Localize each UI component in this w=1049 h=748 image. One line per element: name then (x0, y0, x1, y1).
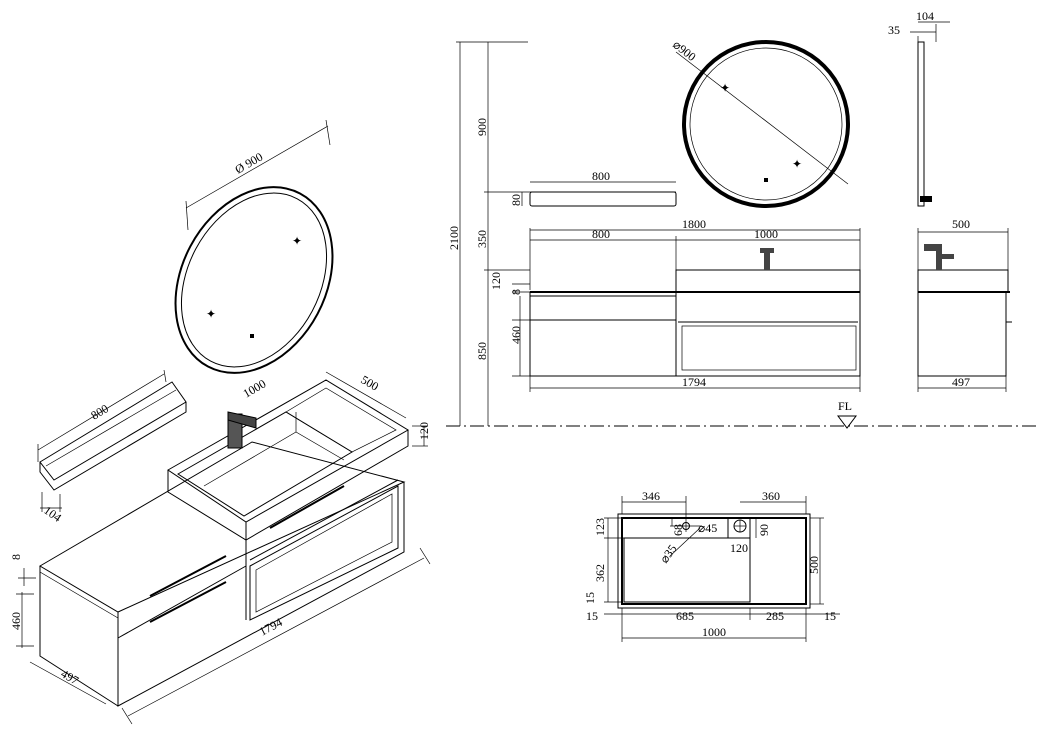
plan-shelf-width-label: 285 (766, 609, 784, 623)
iso-shelf-depth-label: 104 (41, 503, 64, 525)
plan-drain-edge-label: 120 (730, 541, 748, 555)
height-base-label: 850 (475, 342, 489, 360)
plan-top-margin-label: 123 (593, 518, 607, 536)
plan-tap-hole-label: 68 (671, 524, 685, 536)
iso-basin: 1000 500 120 (167, 371, 431, 541)
cabinet-width-label: 1794 (682, 375, 706, 389)
front-mirror: ✦ ✦ ⌀900 (670, 37, 850, 208)
plan-left-margin-label: 15 (586, 609, 598, 623)
side-cabinet (917, 291, 1007, 377)
left-width-label: 800 (592, 227, 610, 241)
svg-text:✦: ✦ (292, 234, 302, 248)
plan-height-label: 500 (807, 556, 821, 574)
plan-total-width-label: 1000 (702, 625, 726, 639)
side-mirror (917, 41, 925, 207)
front-mirror-diameter-label: ⌀900 (670, 37, 699, 64)
iso-shelf: 800 104 (37, 369, 187, 525)
drawer-height-label: 460 (509, 326, 523, 344)
iso-mirror-dimension: Ø 900 (185, 119, 331, 231)
plan-tap-dia-label: ⌀35 (657, 542, 680, 566)
plan-bowl-depth-label: 362 (593, 564, 607, 582)
plan-drain-dia-label: ⌀45 (698, 521, 717, 535)
basin-height-label: 120 (489, 272, 503, 290)
plan-bowl-width-label: 685 (676, 609, 694, 623)
plan-right-margin-label: 15 (824, 609, 836, 623)
basin-plan: 346 360 123 362 15 68 ⌀45 90 ⌀35 120 500… (583, 489, 840, 642)
right-width-label: 1000 (754, 227, 778, 241)
iso-drawer-height-label: 460 (9, 612, 23, 630)
side-basin (917, 269, 1009, 293)
iso-cabinet: 8 460 497 1794 (9, 441, 431, 725)
plan-bottom-margin-label: 15 (583, 592, 597, 604)
height-gap-label: 350 (475, 230, 489, 248)
iso-mirror-diameter-label: Ø 900 (233, 150, 266, 177)
iso-mirror: ✦ ✦ (174, 186, 334, 374)
front-cabinet: 8 460 1794 (509, 283, 861, 392)
plan-right-offset-label: 360 (762, 489, 780, 503)
front-basin (675, 269, 861, 293)
floor-label: FL (838, 399, 852, 413)
front-shelf (529, 191, 677, 207)
iso-top-thickness-label: 8 (9, 554, 23, 560)
plan-drain-box-label: 90 (757, 524, 771, 536)
side-mirror-offset-label: 35 (888, 23, 900, 37)
total-width-label: 1800 (682, 217, 706, 231)
iso-shelf-length-label: 800 (88, 401, 111, 422)
svg-text:✦: ✦ (206, 307, 216, 321)
side-view: 104 35 500 497 (888, 9, 1012, 392)
iso-basin-length-label: 1000 (241, 376, 269, 400)
shelf-height-label: 80 (509, 194, 523, 206)
svg-text:✦: ✦ (792, 157, 802, 171)
side-cabinet-depth-label: 497 (952, 375, 970, 389)
front-view: FL 2100 900 350 850 120 800 80 ✦ ✦ ⌀900 (446, 37, 1040, 429)
height-mirror-label: 900 (475, 118, 489, 136)
iso-depth-label: 500 (359, 372, 382, 393)
plan-tap-offset-label: 346 (642, 489, 660, 503)
shelf-width-label: 800 (592, 169, 610, 183)
top-thickness-label: 8 (509, 289, 523, 295)
iso-basin-height-label: 120 (417, 422, 431, 440)
isometric-view: ✦ ✦ Ø 900 800 104 (9, 119, 431, 725)
height-total-label: 2100 (447, 226, 461, 250)
side-mirror-depth-label: 104 (916, 9, 934, 23)
side-top-depth-label: 500 (952, 217, 970, 231)
svg-text:✦: ✦ (720, 81, 730, 95)
